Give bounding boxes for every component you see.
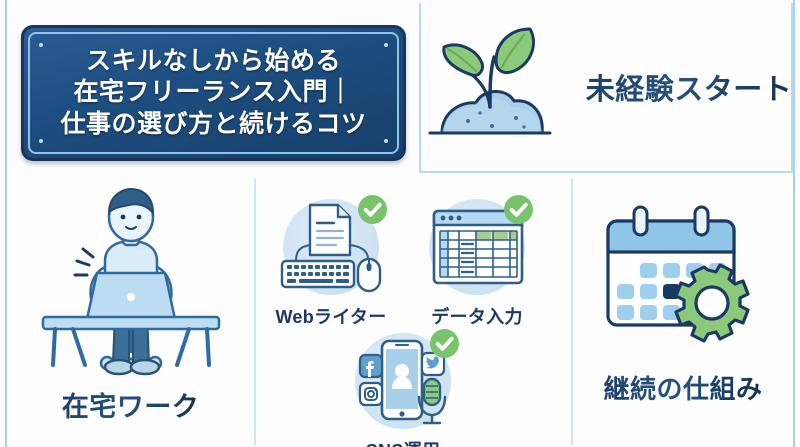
plate-rivet-top-left [39, 43, 43, 47]
plate-rivet-bottom-left [39, 139, 43, 143]
title-plate-inner: スキルなしから始める 在宅フリーランス入門｜ 仕事の選び方と続けるコツ [28, 32, 399, 154]
plate-rivet-top-right [384, 43, 388, 47]
smartphone-social-mic-icon [358, 339, 447, 425]
title-line-3: 仕事の選び方と続けるコツ [60, 109, 367, 138]
sprout-icon [420, 21, 560, 153]
keep-cell: 継続の仕組み [573, 179, 793, 445]
spreadsheet-window-icon [432, 209, 524, 285]
job-label-data-entry: データ入力 [431, 307, 523, 327]
home-label: 在宅ワーク [62, 385, 200, 424]
jobs-cell: Webライター [254, 179, 573, 447]
title-line-2: 在宅フリーランス入門｜ [73, 78, 354, 107]
job-label-sns: SNS運用 [366, 437, 441, 447]
plate-rivet-bottom-right [384, 139, 388, 143]
title-cell: スキルなしから始める 在宅フリーランス入門｜ 仕事の選び方と続けるコツ [7, 3, 419, 179]
start-cell: 未経験スタート [419, 3, 793, 173]
start-label: 未経験スタート [586, 66, 793, 108]
job-item-data-entry[interactable]: データ入力 [416, 193, 538, 329]
home-cell: 在宅ワーク [7, 179, 254, 445]
calendar-gear-icon [594, 199, 772, 365]
person-at-desk-icon [33, 187, 229, 379]
job-label-web-writer: Webライター [275, 307, 387, 327]
frame-edge-right [793, 0, 795, 447]
check-badge-icon [503, 194, 534, 225]
document-keyboard-mouse-icon [280, 203, 382, 293]
title-line-1: スキルなしから始める [85, 46, 341, 75]
title-plate: スキルなしから始める 在宅フリーランス入門｜ 仕事の選び方と続けるコツ [21, 25, 406, 161]
check-badge-icon [357, 194, 388, 225]
keep-label: 継続の仕組み [603, 369, 762, 406]
check-badge-icon [429, 328, 460, 359]
job-item-sns[interactable]: SNS運用 [342, 327, 464, 447]
job-item-web-writer[interactable]: Webライター [270, 193, 392, 329]
